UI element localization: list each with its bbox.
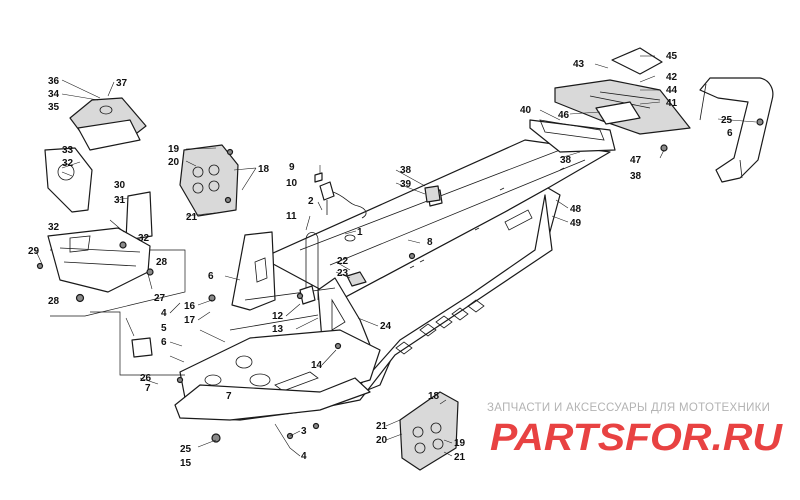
- callout-38c: 38: [630, 171, 642, 182]
- callout-8: 8: [427, 237, 433, 248]
- callout-10: 10: [286, 178, 298, 189]
- callout-39: 39: [400, 179, 412, 190]
- callout-21b: 21: [376, 421, 388, 432]
- callout-34: 34: [48, 89, 60, 100]
- left-bracket-group: [36, 97, 186, 376]
- chassis-tunnel: [199, 119, 616, 421]
- hardware-items: [131, 118, 764, 443]
- callout-9: 9: [289, 162, 295, 173]
- callout-7: 7: [145, 383, 151, 394]
- callout-49: 49: [570, 218, 582, 229]
- callout-42: 42: [666, 72, 678, 83]
- callout-32: 32: [62, 158, 74, 169]
- watermark-tagline: ЗАПЧАСТИ И АКСЕССУАРЫ ДЛЯ МОТОТЕХНИКИ: [487, 402, 771, 414]
- callout-35: 35: [48, 102, 60, 113]
- steering-post-assembly: [299, 172, 443, 305]
- rear-bumper: [699, 77, 774, 183]
- callout-38: 38: [400, 165, 412, 176]
- callout-28b: 28: [48, 296, 60, 307]
- callout-29: 29: [28, 246, 40, 257]
- side-shield-bottom: [399, 391, 459, 471]
- watermark-logo: PARTSFOR.RU: [490, 417, 784, 459]
- callout-44: 44: [666, 85, 678, 96]
- callout-21: 21: [186, 212, 198, 223]
- callout-27: 27: [154, 293, 166, 304]
- callout-14: 14: [311, 360, 323, 371]
- leader-lines: [34, 55, 757, 457]
- callout-36: 36: [48, 76, 60, 87]
- side-shield-top: [179, 144, 239, 217]
- callout-19b: 19: [454, 438, 466, 449]
- callout-11: 11: [286, 211, 297, 222]
- rear-flap-assembly: [539, 47, 691, 141]
- callout-7b: 7: [226, 391, 232, 402]
- callout-18: 18: [258, 164, 270, 175]
- callout-12: 12: [272, 311, 284, 322]
- callout-48: 48: [570, 204, 582, 215]
- callout-45: 45: [666, 51, 678, 62]
- callout-labels: 1 2 3 4 4 5 6 6 6 7 7 8 9 10 11 12 13 14…: [28, 51, 733, 469]
- callout-6b: 6: [208, 271, 214, 282]
- callout-40: 40: [520, 105, 532, 116]
- callout-25: 25: [180, 444, 192, 455]
- callout-4b: 4: [161, 308, 167, 319]
- callout-4: 4: [301, 451, 307, 462]
- callout-38b: 38: [560, 155, 572, 166]
- callout-16: 16: [184, 301, 196, 312]
- callout-32b: 32: [48, 222, 60, 233]
- callout-47: 47: [630, 155, 642, 166]
- callout-46: 46: [558, 110, 570, 121]
- callout-31: 31: [114, 195, 126, 206]
- callout-20: 20: [168, 157, 180, 168]
- callout-23: 23: [337, 268, 349, 279]
- callout-24: 24: [380, 321, 392, 332]
- callout-22: 22: [337, 256, 349, 267]
- callout-33: 33: [62, 145, 74, 156]
- callout-32c: 32: [138, 233, 150, 244]
- callout-28: 28: [156, 257, 168, 268]
- callout-5: 5: [161, 323, 167, 334]
- callout-6: 6: [161, 337, 167, 348]
- callout-26: 26: [140, 373, 152, 384]
- callout-6c: 6: [727, 128, 733, 139]
- callout-21c: 21: [454, 452, 466, 463]
- bulkhead-frame: [174, 231, 381, 421]
- callout-15: 15: [180, 458, 192, 469]
- watermark-logo-text: PARTSFOR.RU: [490, 417, 784, 459]
- callout-1: 1: [357, 227, 363, 238]
- callout-37: 37: [116, 78, 128, 89]
- callout-2: 2: [308, 196, 314, 207]
- callout-17: 17: [184, 315, 196, 326]
- callout-30: 30: [114, 180, 126, 191]
- callout-3: 3: [301, 426, 307, 437]
- callout-43: 43: [573, 59, 585, 70]
- callout-18b: 18: [428, 391, 440, 402]
- callout-25b: 25: [721, 115, 733, 126]
- callout-19: 19: [168, 144, 180, 155]
- callout-20b: 20: [376, 435, 388, 446]
- callout-41: 41: [666, 98, 678, 109]
- callout-13: 13: [272, 324, 284, 335]
